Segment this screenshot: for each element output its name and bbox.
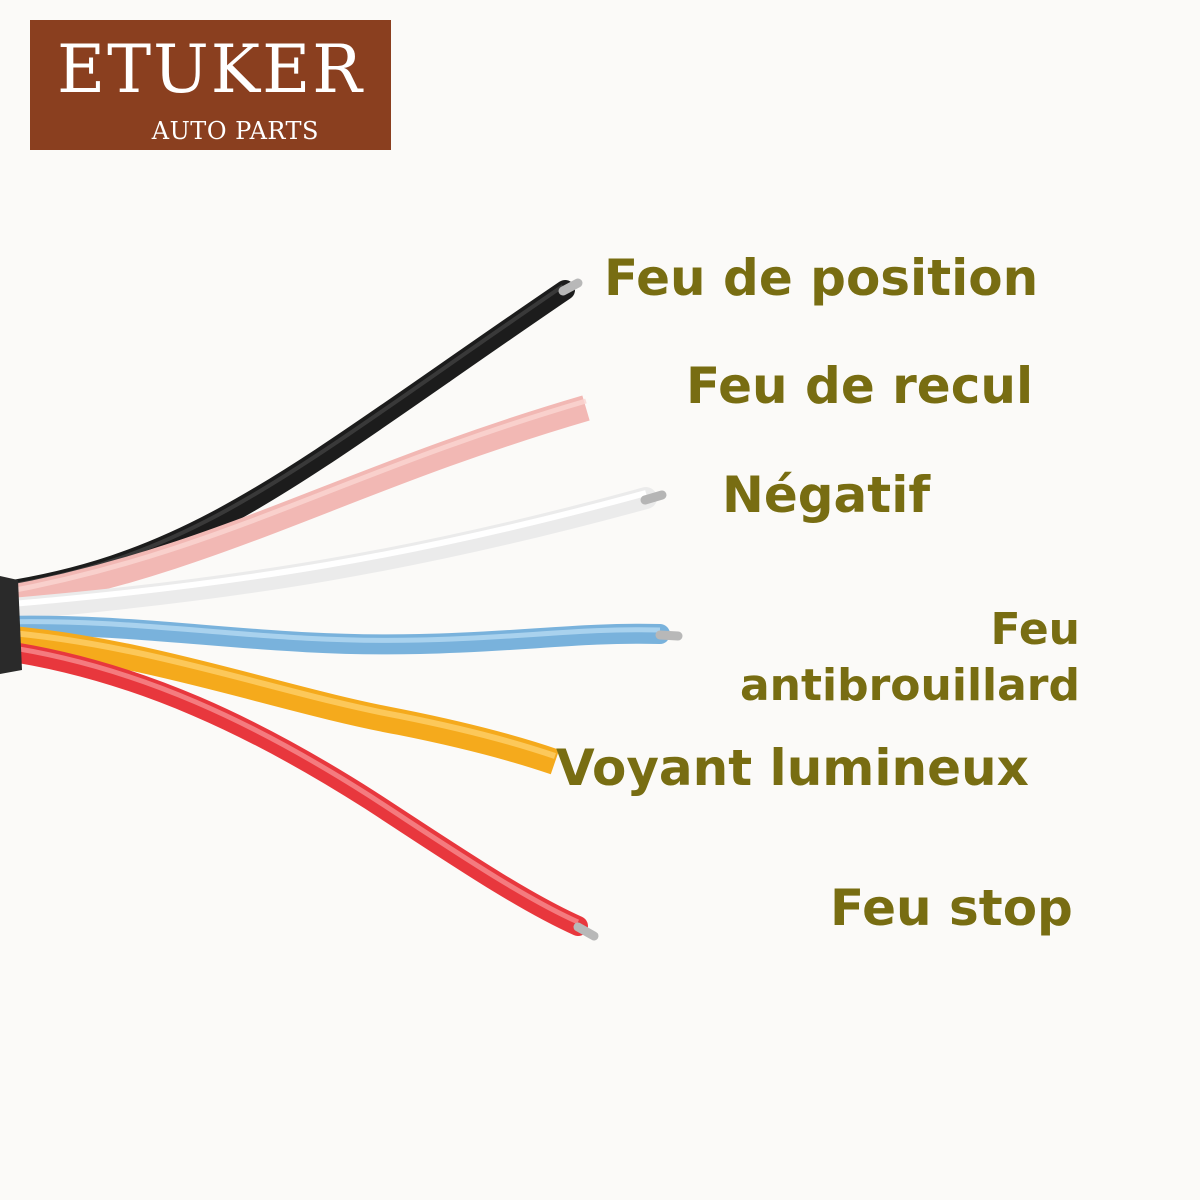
- label-feu-antibrouillard-line1: Feu: [990, 604, 1080, 655]
- blue-wire: [0, 615, 683, 655]
- blue-wire-tip: [655, 630, 683, 641]
- cable-sheath: [0, 576, 22, 674]
- logo-tagline: AUTO PARTS: [151, 117, 319, 145]
- brand-logo: ETUKER AUTO PARTS: [30, 20, 391, 150]
- white-wire: [0, 487, 667, 621]
- red-wire: [0, 640, 599, 941]
- yellow-wire: [0, 625, 560, 775]
- label-feu-antibrouillard-line2: antibrouillard: [739, 660, 1080, 711]
- label-feu-de-position: Feu de position: [604, 249, 1039, 307]
- label-negatif: Négatif: [722, 466, 931, 524]
- label-feu-de-recul: Feu de recul: [686, 357, 1034, 415]
- label-feu-stop: Feu stop: [830, 879, 1073, 937]
- black-wire-tip: [558, 278, 583, 296]
- white-wire-tip: [640, 490, 667, 505]
- red-wire-tip: [573, 922, 599, 941]
- pink-wire: [0, 395, 590, 613]
- label-feu-antibrouillard: Feu antibrouillard: [740, 602, 1080, 714]
- label-voyant-lumineux: Voyant lumineux: [556, 739, 1029, 797]
- logo-brand-name: ETUKER: [56, 31, 364, 108]
